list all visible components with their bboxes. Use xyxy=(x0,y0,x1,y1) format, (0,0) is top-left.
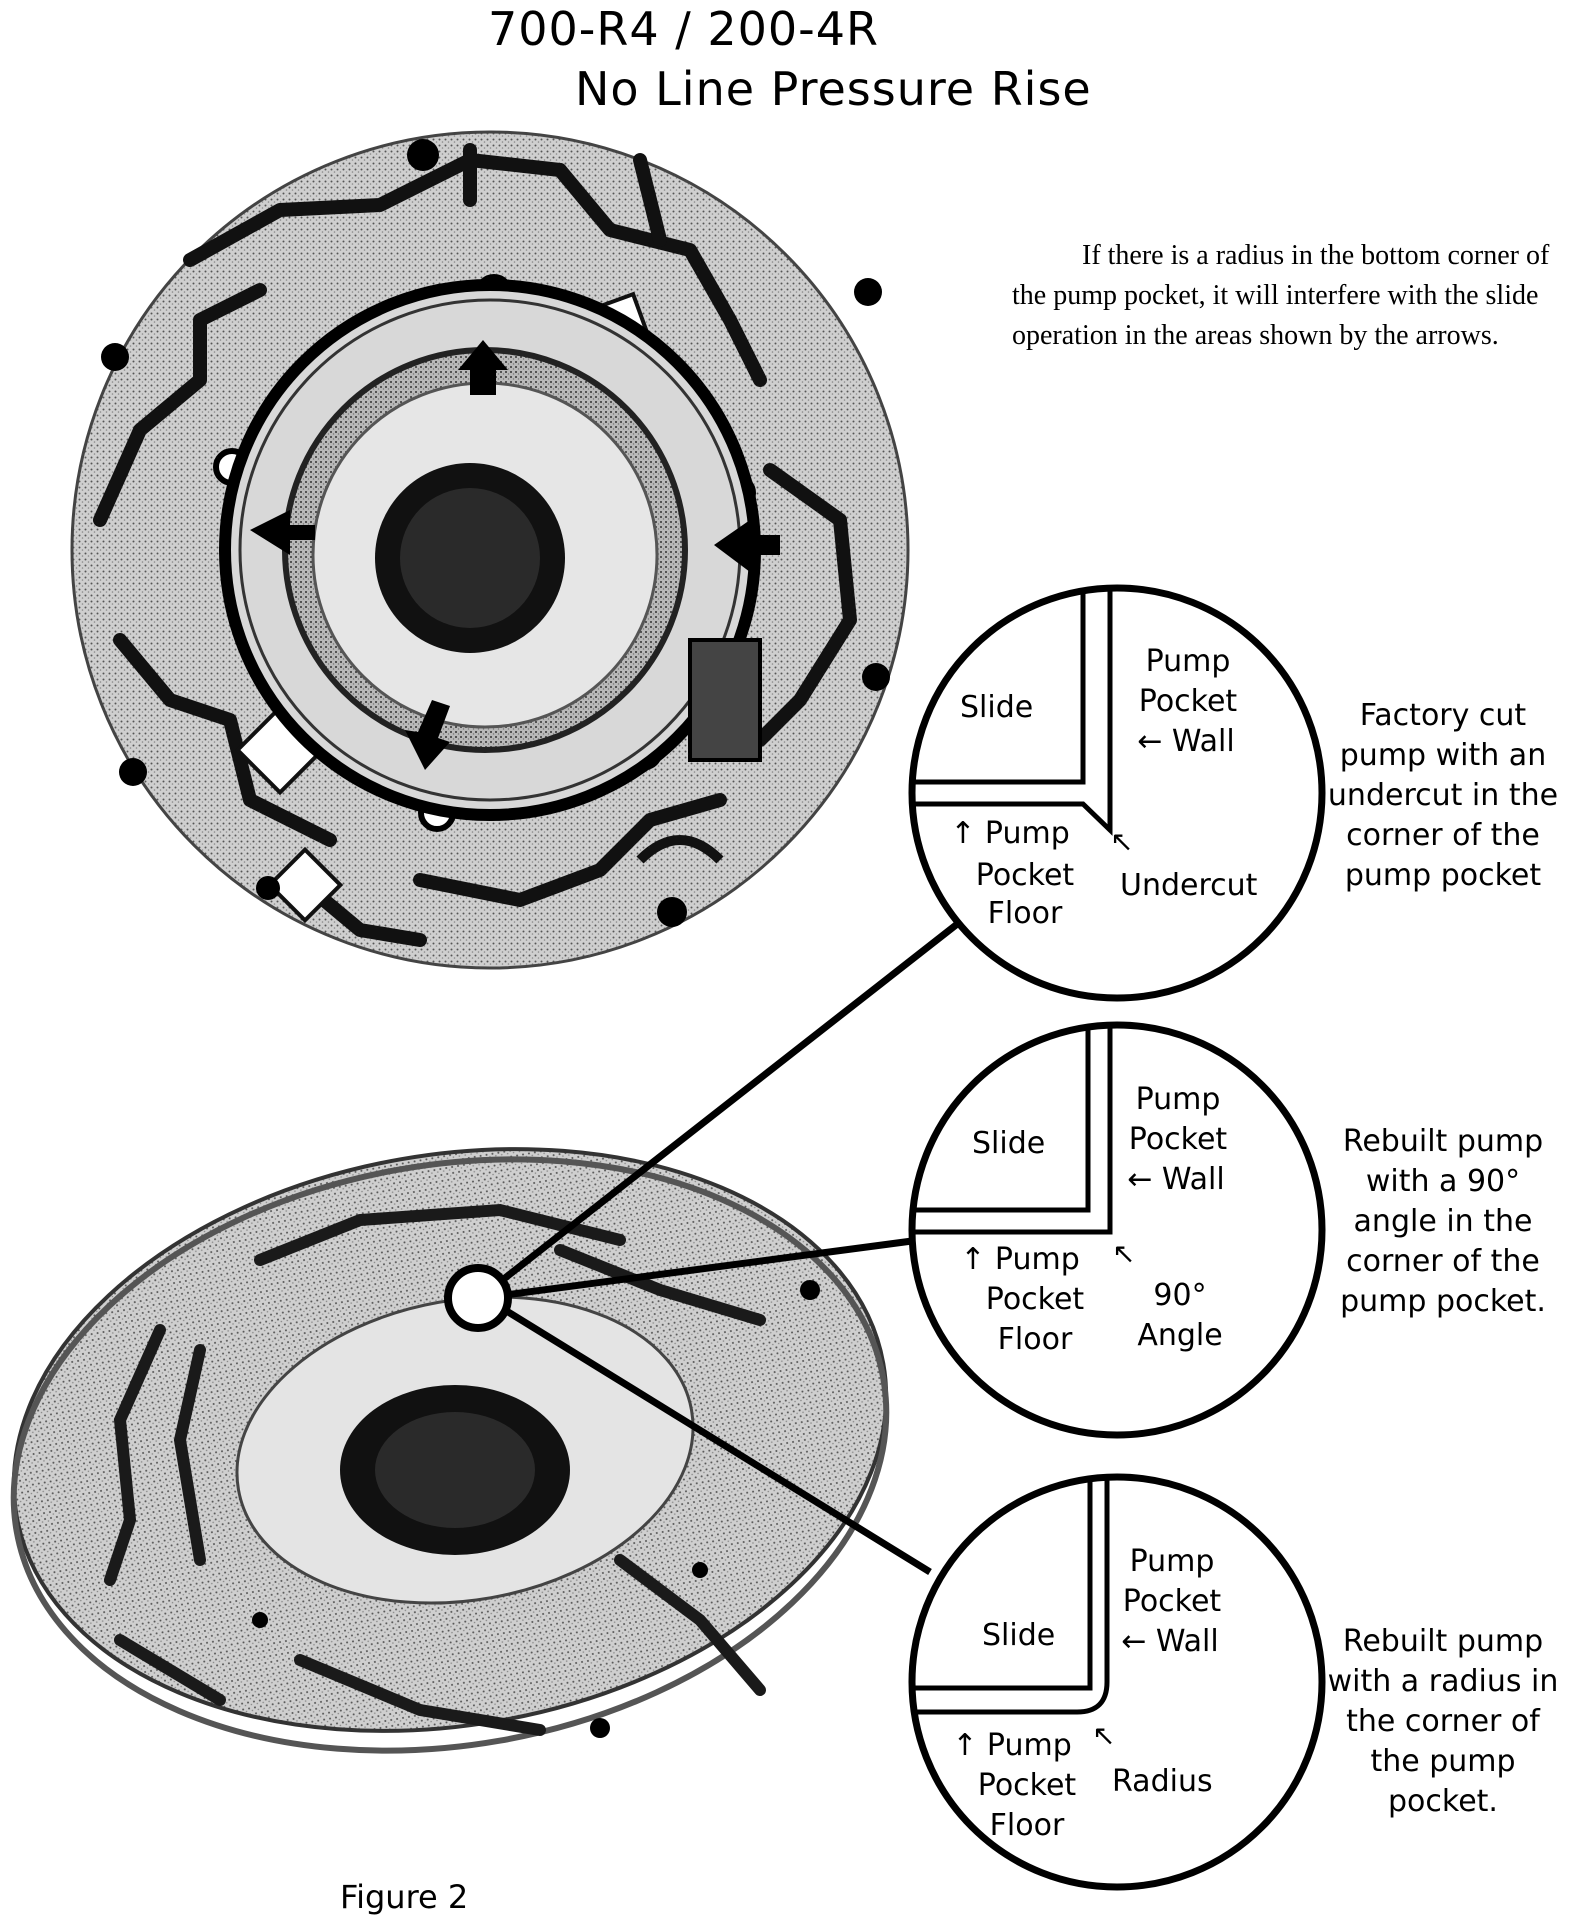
detail-3-wall-line-3: ← Wall xyxy=(1121,1624,1219,1659)
detail-2-floor-line-3: Floor xyxy=(997,1322,1073,1357)
detail-3-caption-line-2: with a radius in xyxy=(1327,1664,1559,1699)
detail-1-caption-line-5: pump pocket xyxy=(1344,858,1542,893)
detail-2-wall-line-1: Pump xyxy=(1135,1082,1221,1117)
detail-2-caption-line-3: angle in the xyxy=(1353,1204,1533,1239)
detail-2-caption-line-5: pump pocket. xyxy=(1340,1284,1546,1319)
pump-body-top-photo xyxy=(70,130,910,970)
detail-3-wall-line-1: Pump xyxy=(1129,1544,1215,1579)
pump-body-angled-photo xyxy=(10,1147,890,1754)
detail-1-floor-line-2: Pocket xyxy=(975,858,1075,893)
detail-2-caption-line-2: with a 90° xyxy=(1365,1164,1521,1199)
detail-circle-90-angle xyxy=(908,1021,1326,1439)
title-line-1: 700-R4 / 200-4R xyxy=(488,2,879,56)
detail-circle-radius xyxy=(908,1473,1326,1891)
detail-2-slide-label: Slide xyxy=(972,1126,1046,1161)
detail-1-floor-line-1: ↑ Pump xyxy=(950,816,1070,851)
detail-2-floor-line-2: Pocket xyxy=(985,1282,1085,1317)
detail-3-corner-label: Radius xyxy=(1112,1764,1213,1799)
detail-1-caption-line-4: corner of the xyxy=(1346,818,1540,853)
callout-magnifier xyxy=(444,1264,512,1332)
detail-1-caption-line-3: undercut in the xyxy=(1327,778,1559,813)
detail-1-floor-line-3: Floor xyxy=(987,896,1063,931)
detail-3-floor-line-1: ↑ Pump xyxy=(952,1728,1072,1763)
detail-2-corner-arrow: ↖ xyxy=(1112,1237,1136,1270)
detail-2-corner-label-line-2: Angle xyxy=(1137,1318,1223,1353)
detail-1-caption-line-2: pump with an xyxy=(1339,738,1547,773)
detail-2-caption-line-4: corner of the xyxy=(1346,1244,1540,1279)
detail-2-wall-line-2: Pocket xyxy=(1128,1122,1228,1157)
callout-lines xyxy=(502,922,959,1575)
detail-1-wall-line-1: Pump xyxy=(1145,644,1231,679)
detail-1-wall-line-3: ← Wall xyxy=(1137,724,1235,759)
detail-3-floor-line-3: Floor xyxy=(989,1808,1065,1843)
note-text: If there is a radius in the bottom corne… xyxy=(1012,240,1550,351)
figure-label: Figure 2 xyxy=(340,1878,469,1916)
detail-3-caption-line-1: Rebuilt pump xyxy=(1342,1624,1544,1659)
detail-circle-undercut xyxy=(908,584,1326,1002)
detail-3-slide-label: Slide xyxy=(982,1618,1056,1653)
detail-3-corner-arrow: ↖ xyxy=(1092,1719,1116,1752)
detail-2-corner-label-line-1: 90° xyxy=(1153,1278,1207,1313)
detail-2-wall-line-3: ← Wall xyxy=(1127,1162,1225,1197)
detail-3-caption-line-4: the pump xyxy=(1370,1744,1516,1779)
title-line-2: No Line Pressure Rise xyxy=(575,62,1092,116)
detail-2-caption-line-1: Rebuilt pump xyxy=(1342,1124,1544,1159)
detail-1-corner-label: Undercut xyxy=(1120,868,1258,903)
detail-3-caption-line-5: pocket. xyxy=(1388,1784,1498,1819)
detail-1-wall-line-2: Pocket xyxy=(1138,684,1238,719)
detail-2-floor-line-1: ↑ Pump xyxy=(960,1242,1080,1277)
detail-3-floor-line-2: Pocket xyxy=(977,1768,1077,1803)
detail-3-wall-line-2: Pocket xyxy=(1122,1584,1222,1619)
detail-1-caption-line-1: Factory cut xyxy=(1359,698,1527,733)
detail-1-slide-label: Slide xyxy=(960,690,1034,725)
detail-3-caption-line-3: the corner of xyxy=(1346,1704,1540,1739)
detail-1-corner-arrow: ↖ xyxy=(1110,825,1134,858)
